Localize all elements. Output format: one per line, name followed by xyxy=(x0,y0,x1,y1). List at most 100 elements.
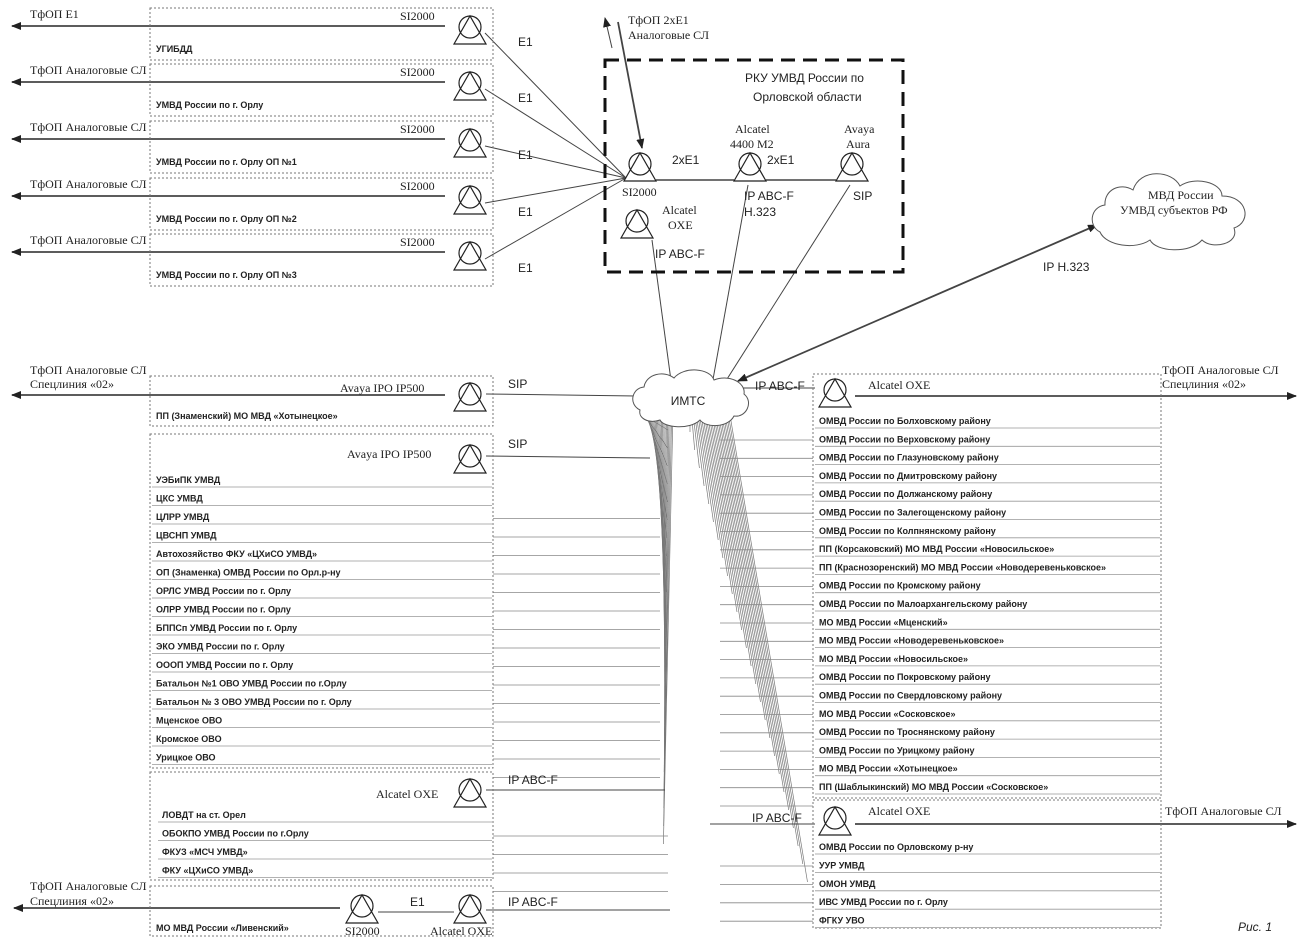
pstn-label: ТфОП Аналоговые СЛ xyxy=(30,120,146,134)
link-label: IP H.323 xyxy=(1043,260,1090,274)
pstn-label: ТфОП Аналоговые СЛ xyxy=(1165,804,1281,818)
unit-name: ПП (Знаменский) МО МВД «Хотынецкое» xyxy=(156,411,338,421)
si2000-node xyxy=(622,151,658,182)
ipo-group-item: ЦЛРР УМВД xyxy=(156,512,210,522)
pbx-label: SI2000 xyxy=(622,185,657,199)
ipo-group-item: Кромское ОВО xyxy=(156,734,222,744)
pstn-label: Спецлиния «02» xyxy=(30,894,114,908)
oxe-right-item: ОМВД России по Должанскому району xyxy=(819,489,992,499)
pbx-label: Alcatel xyxy=(735,122,770,136)
pbx-node-circle xyxy=(823,378,847,402)
pbx-node-triangle xyxy=(452,127,488,158)
bundle-line xyxy=(697,414,714,523)
pbx-node-triangle xyxy=(732,151,768,182)
pbx-label: Alcatel OXE xyxy=(430,924,492,938)
e1-link xyxy=(484,177,627,260)
pbx-node-triangle xyxy=(817,805,853,836)
alcatel-oxe-node xyxy=(619,208,655,239)
oxe-right-item: МО МВД России «Хотынецкое» xyxy=(819,764,958,774)
pbx-label: SI2000 xyxy=(400,179,435,193)
rku-boundary xyxy=(603,58,905,274)
oxe-right-item: МО МВД России «Сосковское» xyxy=(819,709,956,719)
pbx-node-circle xyxy=(625,209,649,233)
ipo-group-item: ЦКС УМВД xyxy=(156,494,203,504)
e1-link xyxy=(484,177,627,204)
bundle-line xyxy=(710,414,752,667)
alcatel-oxe-node xyxy=(452,777,488,808)
unit-name: УМВД России по г. Орлу ОП №3 xyxy=(156,270,297,280)
pbx-node-circle xyxy=(458,382,482,406)
pbx-node-circle xyxy=(350,894,374,918)
pstn-label: ТфОП Аналоговые СЛ xyxy=(30,177,146,191)
unit-box xyxy=(149,375,494,427)
unit-name: УМВД России по г. Орлу xyxy=(156,100,263,110)
pbx-node-triangle xyxy=(452,240,488,271)
oxe-right2-item: ОМВД России по Орловскому р-ну xyxy=(819,842,973,852)
pbx-label: Aura xyxy=(846,137,871,151)
pstn-trunk-line xyxy=(603,17,613,49)
ip-link xyxy=(711,184,749,386)
link-label: E1 xyxy=(518,91,533,105)
unit-box xyxy=(149,233,494,287)
imts-cloud xyxy=(632,369,749,428)
pbx-node-circle xyxy=(458,71,482,95)
ipo-group-item: БППСп УМВД России по г. Орлу xyxy=(156,623,297,633)
link-label: IP ABC-F xyxy=(744,189,794,203)
oxe-right-item: ОМВД России по Колпнянскому району xyxy=(819,526,996,536)
bundle-line xyxy=(715,414,766,721)
ipo-group-item: Батальон № 3 ОВО УМВД России по г. Орлу xyxy=(156,697,352,707)
bundle-line xyxy=(720,414,780,775)
oxe-right2-item: УУР УМВД xyxy=(819,860,865,870)
oxe-right-item: ПП (Корсаковский) МО МВД России «Новосил… xyxy=(819,544,1054,554)
bundle-line xyxy=(663,414,672,827)
bundle-line xyxy=(702,414,728,577)
unit-box xyxy=(149,885,494,937)
oxe-right-item: ОМВД России по Верховскому району xyxy=(819,434,990,444)
pbx-node-circle xyxy=(628,152,652,176)
pbx-label: 4400 M2 xyxy=(730,137,774,151)
oxe-right-item: ОМВД России по Троснянскому району xyxy=(819,727,995,737)
group-box xyxy=(149,771,494,881)
unit-box xyxy=(149,120,494,174)
bundle-line xyxy=(724,414,794,829)
mvd-cloud xyxy=(1091,173,1246,251)
pbx-label: SI2000 xyxy=(345,924,380,938)
figure-caption: Рис. 1 xyxy=(1238,920,1272,934)
bundle-line xyxy=(700,414,724,559)
avaya-ipo-node xyxy=(452,443,488,474)
pstn-label: ТфОП Аналоговые СЛ xyxy=(30,63,146,77)
oxe-right-item: МО МВД России «Мценский» xyxy=(819,617,948,627)
si2000-node xyxy=(452,70,488,101)
link-label: SIP xyxy=(853,189,872,203)
link-label: IP ABC-F xyxy=(508,895,558,909)
pbx-label: SI2000 xyxy=(400,122,435,136)
group-box xyxy=(812,799,1162,929)
bundle-line xyxy=(728,414,804,865)
bundle-line xyxy=(694,414,705,487)
ipo-group-item: ОП (Знаменка) ОМВД России по Орл.р-ну xyxy=(156,568,341,578)
imts-label: ИМТС xyxy=(671,394,706,408)
pbx-node-circle xyxy=(738,152,762,176)
oxe-right2-item: ОМОН УМВД xyxy=(819,879,876,889)
pstn-label: ТфОП Аналоговые СЛ xyxy=(30,233,146,247)
pbx-node-triangle xyxy=(452,14,488,45)
unit-name: УГИБДД xyxy=(156,44,193,54)
bundle-line xyxy=(699,414,719,541)
oxe-left-item: ОБОКПО УМВД России по г.Орлу xyxy=(162,829,309,839)
unit-name: УМВД России по г. Орлу ОП №1 xyxy=(156,157,297,167)
link-label: E1 xyxy=(518,205,533,219)
bundle-line xyxy=(663,414,674,845)
oxe-right-item: МО МВД России «Новодеревеньковское» xyxy=(819,636,1004,646)
pstn-label: ТфОП Аналоговые СЛ xyxy=(1162,363,1278,377)
ipo-group-item: Батальон №1 ОВО УМВД России по г.Орлу xyxy=(156,679,347,689)
alcatel-oxe-node xyxy=(817,805,853,836)
oxe-right-item: ПП (Краснозоренский) МО МВД России «Ново… xyxy=(819,562,1106,572)
bundle-line xyxy=(718,414,775,757)
pbx-label: OXE xyxy=(668,218,693,232)
si2000-node xyxy=(452,184,488,215)
pbx-label: Avaya xyxy=(844,122,875,136)
oxe-right-item: ОМВД России по Урицкому району xyxy=(819,745,975,755)
ip-link xyxy=(721,184,851,388)
sip-link xyxy=(485,393,641,397)
